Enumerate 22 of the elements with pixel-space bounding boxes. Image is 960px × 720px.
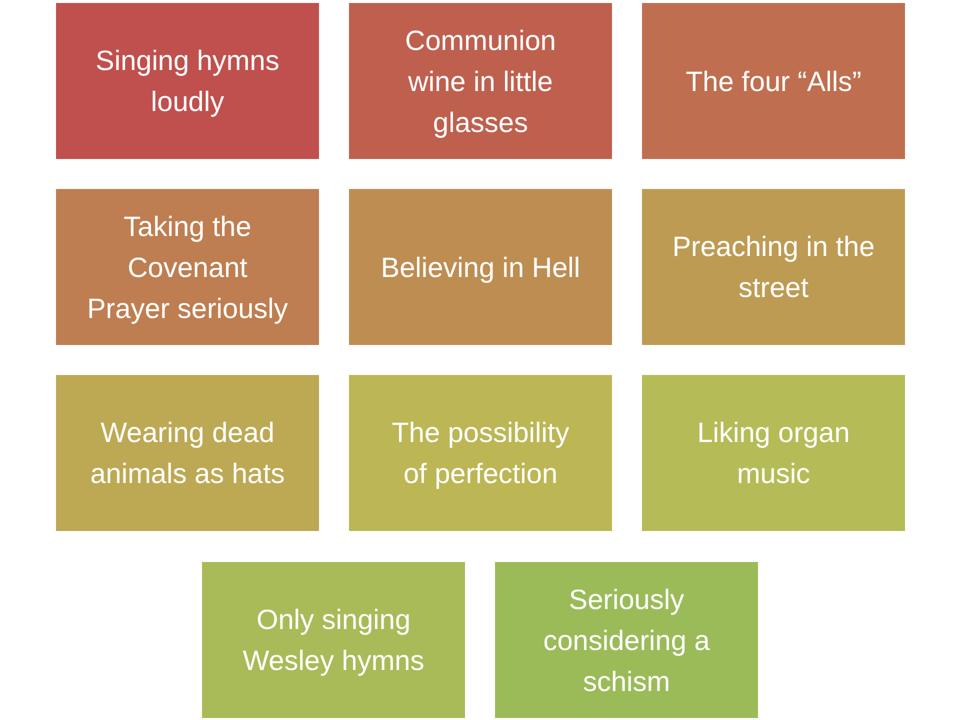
topic-label: Liking organ music [696,416,851,491]
topic-label: Singing hymns loudly [94,44,280,119]
topic-box [56,189,319,345]
topic-label: The possibility of perfection [390,416,570,491]
topic-label: Preaching in the street [671,230,876,305]
topic-label: Seriously considering a schism [542,582,711,698]
topic-label: Wearing dead animals as hats [89,416,286,491]
topic-box [349,189,612,345]
topic-box [202,562,465,718]
topic-label: Communion wine in little glasses [404,24,557,140]
topic-label: The four “Alls” [686,64,862,98]
topic-box [642,3,905,159]
topic-box [56,3,319,159]
topic-label: Believing in Hell [380,250,580,285]
topic-label: Taking the Covenant Prayer seriously [86,210,289,326]
topic-box [56,375,319,531]
topic-label: Only singing Wesley hymns [242,603,426,678]
topic-box [349,375,612,531]
topic-box [642,375,905,531]
topic-box [642,189,905,345]
topic-box [349,3,612,159]
topic-box [495,562,758,718]
